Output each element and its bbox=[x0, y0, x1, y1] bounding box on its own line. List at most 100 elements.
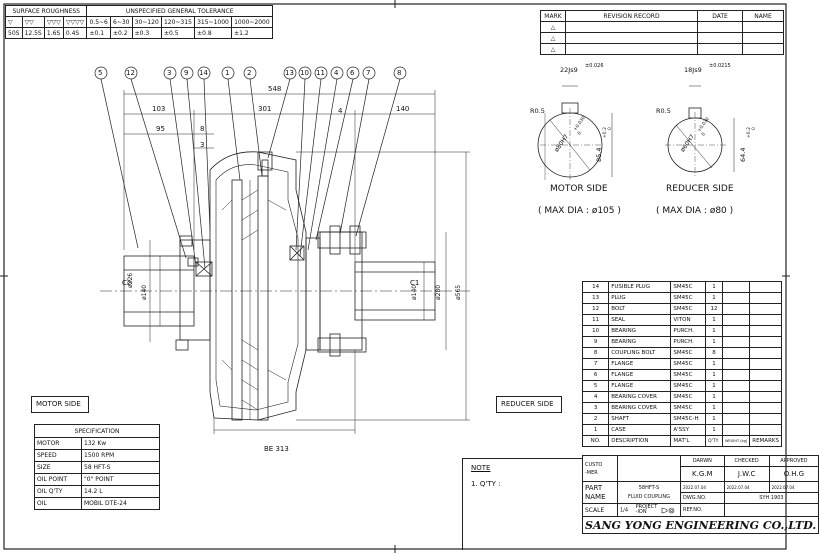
balloon-number: 9 bbox=[184, 69, 189, 77]
dim-103: 103 bbox=[152, 105, 166, 113]
part-no: 8 bbox=[581, 347, 610, 359]
part-material: SM45C bbox=[670, 358, 707, 370]
part-description: BOLT bbox=[608, 303, 672, 315]
part-remarks bbox=[749, 347, 782, 359]
part-no: 6 bbox=[581, 369, 610, 381]
drawing-sheet bbox=[0, 0, 790, 553]
part-remarks bbox=[749, 402, 782, 414]
tolerance-value: ±0.8 bbox=[194, 27, 233, 39]
title-block: CUSTO -MER DARWN CHECKED APPROVED K.G.M … bbox=[581, 455, 819, 534]
part-material: SM45C bbox=[670, 402, 707, 414]
part-description: BEARING bbox=[608, 325, 672, 337]
motor-max-dia: ( MAX DIA : ø105 ) bbox=[538, 206, 621, 216]
tolerance-table: SURFACE ROUGHNESS UNSPECIFIED GENERAL TO… bbox=[4, 5, 273, 39]
dim-3: 3 bbox=[200, 141, 205, 149]
drawn-by: K.G.M bbox=[680, 466, 725, 482]
revision-triangle: △ bbox=[540, 32, 566, 44]
part-qty: 12 bbox=[705, 303, 723, 315]
scale-label: SCALE bbox=[582, 503, 618, 517]
part-qty: 1 bbox=[705, 358, 723, 370]
revision-block: MARK REVISION RECORD DATE NAME △ △ △ bbox=[540, 10, 784, 55]
part-weight bbox=[721, 369, 751, 381]
motor-radius: R0.5 bbox=[530, 107, 545, 115]
ref-no-label: REF.NO. bbox=[680, 503, 725, 517]
part-weight bbox=[721, 325, 751, 337]
tolerance-value: ±0.5 bbox=[160, 27, 196, 39]
projection-label: PROJECT bbox=[635, 504, 658, 510]
dim-dia565: ø565 bbox=[455, 284, 462, 300]
dim-140: 140 bbox=[396, 105, 410, 113]
part-no: 1 bbox=[581, 424, 610, 436]
company-name: SANG YONG ENGINEERING CO.,LTD. bbox=[581, 516, 819, 534]
dim-548: 548 bbox=[268, 85, 282, 93]
part-qty: 1 bbox=[705, 380, 723, 392]
dim-dia140-left: ø140 bbox=[141, 284, 148, 300]
roughness-symbol: ▽ bbox=[5, 16, 23, 28]
roughness-symbol: ▽▽▽ bbox=[43, 16, 64, 28]
dim-dia140-right: ø140 bbox=[411, 284, 418, 300]
revision-name-header: NAME bbox=[742, 10, 784, 22]
spec-key: MOTOR bbox=[34, 437, 82, 450]
part-material: SM45C bbox=[670, 369, 707, 381]
approved-by: O.H.G bbox=[768, 466, 819, 482]
part-no: 4 bbox=[581, 391, 610, 403]
part-qty: 1 bbox=[705, 413, 723, 425]
part-remarks bbox=[749, 413, 782, 425]
part-weight bbox=[721, 281, 751, 293]
part-material: SM45C bbox=[670, 391, 707, 403]
dim-dia280: ø280 bbox=[435, 284, 442, 300]
part-remarks bbox=[749, 325, 782, 337]
reducer-side-label: REDUCER SIDE bbox=[501, 400, 554, 408]
revision-triangle: △ bbox=[540, 43, 566, 55]
part-label: PART bbox=[585, 483, 603, 492]
part-name-line-1: 58HFT-S bbox=[638, 484, 660, 491]
part-description: BEARING COVER bbox=[608, 391, 672, 403]
part-qty: 1 bbox=[705, 369, 723, 381]
part-description: FLANGE bbox=[608, 380, 672, 392]
part-remarks bbox=[749, 369, 782, 381]
part-remarks bbox=[749, 303, 782, 315]
spec-value: MOBIL DTE-24 bbox=[81, 497, 160, 510]
balloon-number: 5 bbox=[98, 69, 103, 77]
specification-title: SPECIFICATION bbox=[34, 424, 160, 438]
part-weight bbox=[721, 424, 751, 436]
note-title: NOTE bbox=[471, 464, 491, 472]
part-material: SM45C bbox=[670, 303, 707, 315]
dim-c1: C1 bbox=[410, 279, 420, 287]
tolerance-range: 120~315 bbox=[160, 16, 196, 28]
part-weight bbox=[721, 292, 751, 304]
part-no: 11 bbox=[581, 314, 610, 326]
parts-header-weight: WEIGHT (kg) bbox=[721, 435, 751, 447]
motor-key-tolerance: ±0.026 bbox=[585, 63, 604, 69]
customer-label: CUSTO bbox=[585, 461, 603, 468]
note-box: NOTE 1. Q'TY : bbox=[462, 458, 583, 550]
roughness-symbol: ▽▽▽▽ bbox=[62, 16, 88, 28]
part-material: PURCH. bbox=[670, 325, 707, 337]
part-weight bbox=[721, 336, 751, 348]
customer-label-cont: -MER bbox=[585, 469, 598, 476]
part-remarks bbox=[749, 424, 782, 436]
part-remarks bbox=[749, 281, 782, 293]
part-no: 13 bbox=[581, 292, 610, 304]
part-qty: 8 bbox=[705, 347, 723, 359]
part-material: VITON bbox=[670, 314, 707, 326]
date-drawn: 2022.07.04 bbox=[680, 481, 725, 493]
part-qty: 1 bbox=[705, 336, 723, 348]
part-name-cell: 58HFT-S FLUID COUPLING bbox=[617, 481, 681, 504]
balloon-number: 10 bbox=[300, 69, 309, 77]
scale-projection-cell: 1/4 PROJECT -ION bbox=[617, 503, 681, 517]
balloon-number: 13 bbox=[285, 69, 294, 77]
tolerance-range: 6~30 bbox=[110, 16, 133, 28]
balloon-number: 7 bbox=[366, 69, 371, 77]
part-no: 14 bbox=[581, 281, 610, 293]
customer-cell: CUSTO -MER bbox=[582, 455, 618, 482]
reducer-max-dia: ( MAX DIA : ø80 ) bbox=[656, 206, 734, 216]
tolerance-range: 0.5~6 bbox=[86, 16, 112, 28]
checked-by: J.W.C bbox=[723, 466, 770, 482]
checked-header: CHECKED bbox=[723, 455, 770, 467]
